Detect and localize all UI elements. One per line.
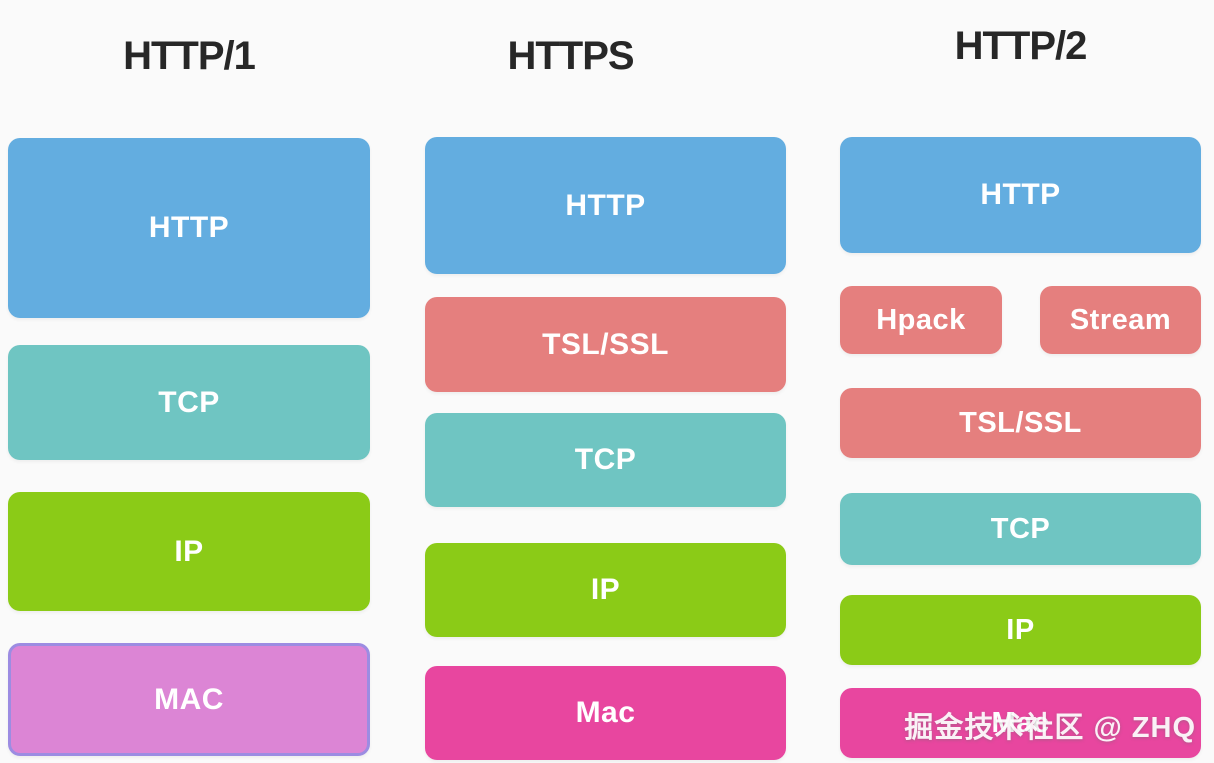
column-title-http1: HTTP/1	[123, 34, 256, 78]
http2-layer-tslssl: TSL/SSL	[840, 388, 1201, 458]
watermark: 掘金技术社区 @ ZHQ	[904, 712, 1196, 744]
http2-layer-tcp: TCP	[840, 493, 1201, 565]
http2-layer-ip: IP	[840, 595, 1201, 665]
https-layer-tcp: TCP	[425, 413, 786, 507]
column-title-http2: HTTP/2	[954, 24, 1088, 68]
http2-layer-http: HTTP	[840, 137, 1201, 253]
https-layer-tslssl: TSL/SSL	[425, 297, 786, 392]
column-http1: HTTP/1 HTTP TCP IP MAC	[8, 0, 370, 763]
column-title-https: HTTPS	[507, 34, 634, 78]
http1-layer-ip: IP	[8, 492, 370, 611]
http1-layer-tcp: TCP	[8, 345, 370, 460]
https-layer-http: HTTP	[425, 137, 786, 274]
http2-layer-mac: Mac	[840, 688, 1201, 758]
http1-layer-mac: MAC	[8, 643, 370, 756]
http2-layer-stream: Stream	[1040, 286, 1201, 354]
column-http2: HTTP/2 HTTP Hpack Stream TSL/SSL TCP IP …	[840, 0, 1201, 763]
column-https: HTTPS HTTP TSL/SSL TCP IP Mac	[425, 0, 786, 763]
https-layer-ip: IP	[425, 543, 786, 637]
https-layer-mac: Mac	[425, 666, 786, 760]
http2-layer-hpack: Hpack	[840, 286, 1002, 354]
http1-layer-http: HTTP	[8, 138, 370, 318]
